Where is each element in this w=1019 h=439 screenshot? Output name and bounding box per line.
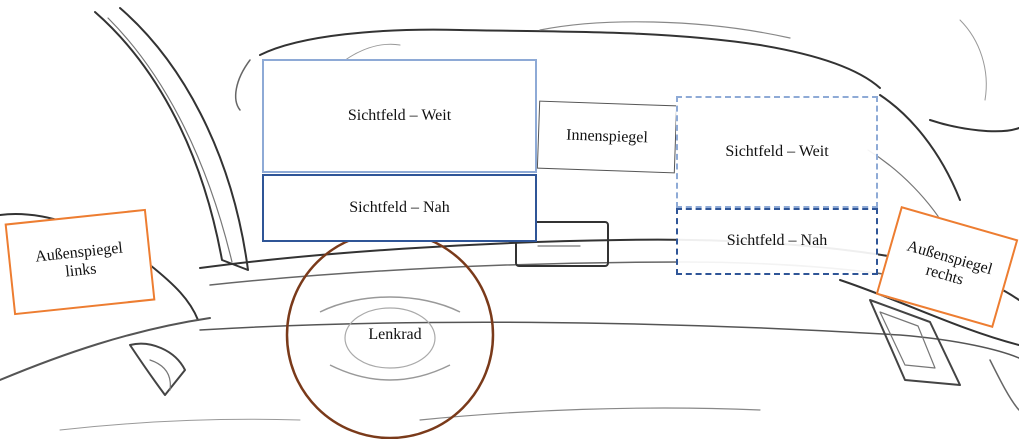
sichtfeld-weit-rechts-label: Sichtfeld – Weit [725, 143, 828, 161]
sichtfeld-nah-links-label: Sichtfeld – Nah [349, 199, 449, 217]
lenkrad-label: Lenkrad [360, 326, 430, 344]
sichtfeld-nah-links: Sichtfeld – Nah [262, 174, 537, 242]
innenspiegel-label: Innenspiegel [566, 126, 648, 147]
aussenspiegel-rechts-label: Außenspiegel rechts [894, 236, 1000, 299]
sichtfeld-weit-links: Sichtfeld – Weit [262, 59, 537, 173]
aussenspiegel-links-label: Außenspiegel links [23, 238, 136, 286]
innenspiegel: Innenspiegel [537, 101, 677, 174]
aussenspiegel-links: Außenspiegel links [5, 209, 156, 315]
sichtfeld-weit-links-label: Sichtfeld – Weit [348, 107, 451, 125]
sichtfeld-nah-rechts: Sichtfeld – Nah [676, 208, 878, 275]
sichtfeld-weit-rechts: Sichtfeld – Weit [676, 96, 878, 208]
sichtfeld-nah-rechts-label: Sichtfeld – Nah [727, 232, 827, 250]
right-a-pillar [930, 120, 1019, 131]
